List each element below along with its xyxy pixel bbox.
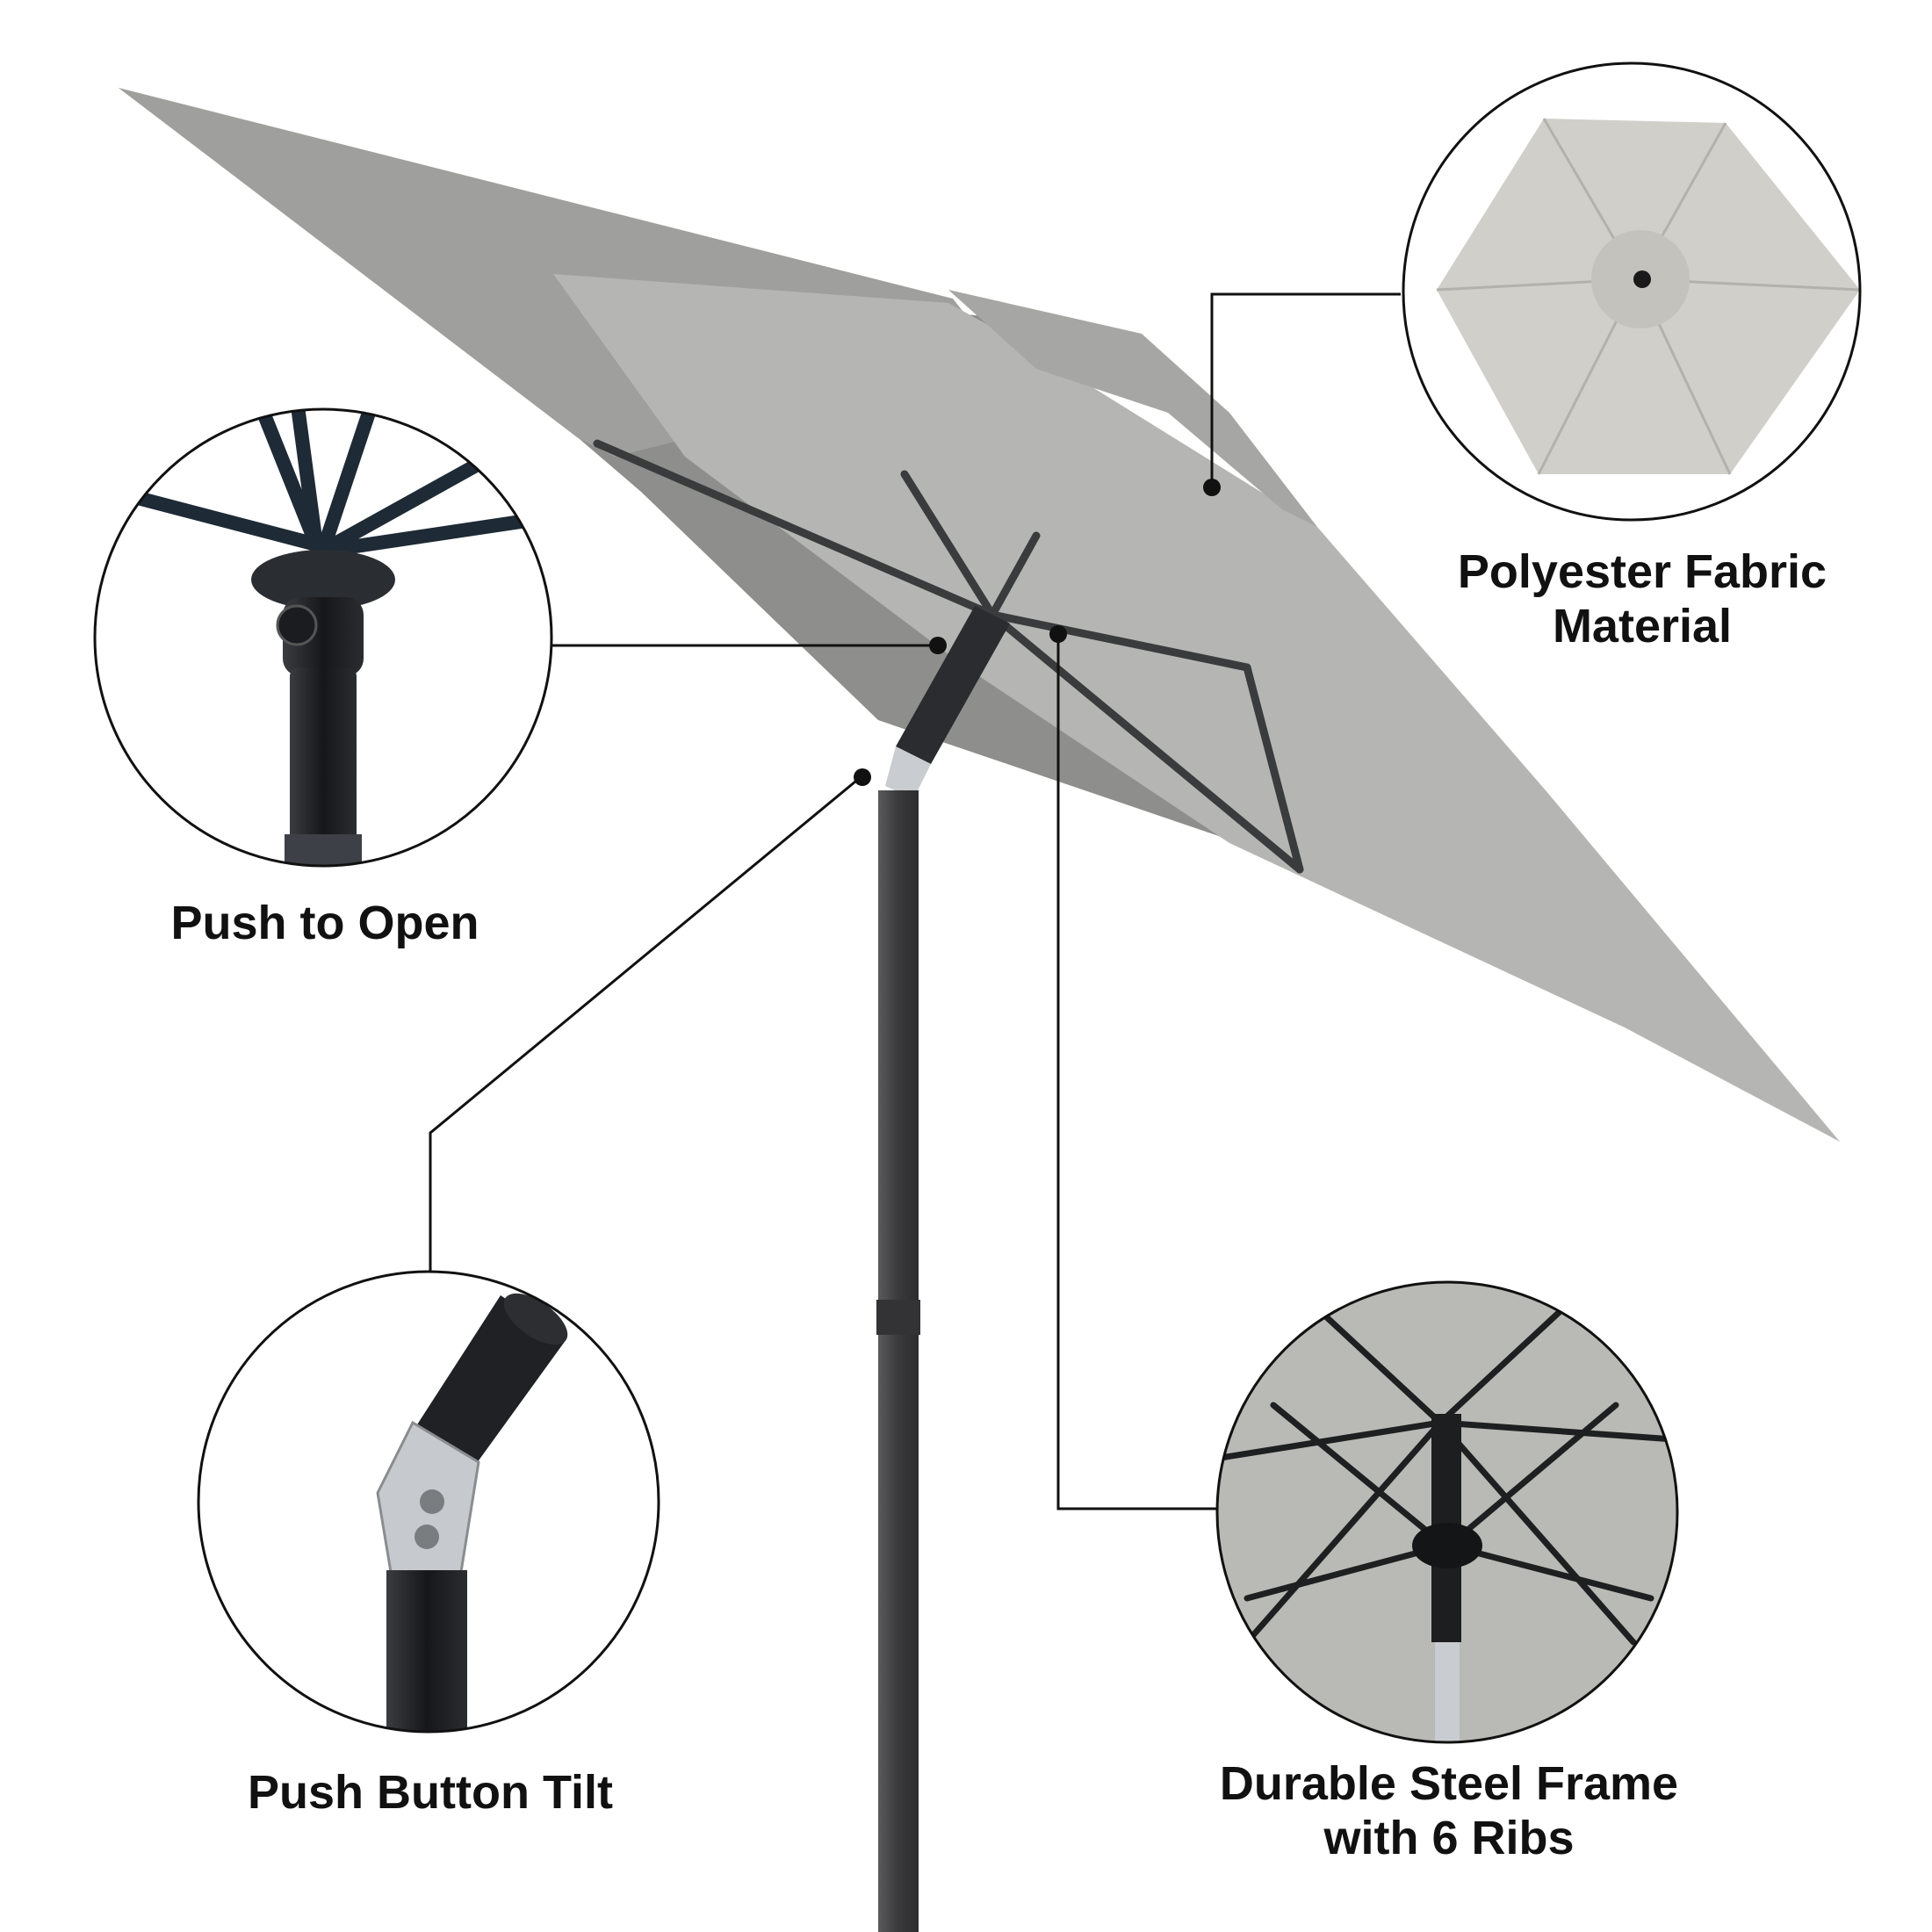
label-push-to-open: Push to Open (123, 896, 527, 950)
detail-circle-tilt (197, 1270, 660, 1734)
detail-circle-open (93, 407, 553, 868)
callout-line-fabric (1210, 292, 1401, 487)
main-umbrella (119, 88, 1840, 1932)
callout-dot-frame (1049, 625, 1067, 643)
label-open-line1: Push to Open (170, 897, 479, 949)
callout-lines (429, 292, 1401, 1510)
detail-circle-fabric (1402, 61, 1862, 522)
canopy-vent (948, 290, 1317, 527)
hub-pole (290, 667, 357, 843)
label-fabric-line2: Material (1552, 600, 1733, 652)
label-tilt-line1: Push Button Tilt (248, 1766, 613, 1819)
tilt-joint (885, 746, 931, 799)
canopy-top-panel (553, 274, 1840, 1142)
tilt-button-icon (420, 1489, 444, 1514)
callout-dot-tilt (854, 768, 871, 786)
callout-dot-fabric (1203, 479, 1221, 496)
tilt-lower-tube (386, 1570, 467, 1732)
pole-collar (876, 1300, 920, 1335)
callout-dots (854, 479, 1221, 786)
label-frame-line1: Durable Steel Frame (1219, 1757, 1679, 1810)
canopy-ribs (593, 439, 1304, 874)
upper-pole (896, 606, 1010, 764)
label-steel-frame: Durable Steel Frame with 6 Ribs (1168, 1756, 1730, 1865)
detail-circle-frame (1215, 1280, 1679, 1744)
callout-line-tilt (429, 775, 861, 1272)
callout-line-frame (1056, 637, 1216, 1510)
label-polyester-fabric: Polyester Fabric Material (1405, 544, 1879, 653)
label-push-button-tilt: Push Button Tilt (202, 1765, 659, 1820)
label-fabric-line1: Polyester Fabric (1457, 545, 1827, 598)
callout-dot-open (929, 637, 947, 654)
label-frame-line2: with 6 Ribs (1323, 1812, 1575, 1864)
runner-button-icon (276, 604, 318, 646)
main-pole (878, 790, 919, 1932)
tilt-upper-tube (413, 1295, 566, 1467)
finial-icon (1633, 270, 1651, 288)
frame-hub (1412, 1523, 1482, 1568)
hub (251, 550, 395, 609)
